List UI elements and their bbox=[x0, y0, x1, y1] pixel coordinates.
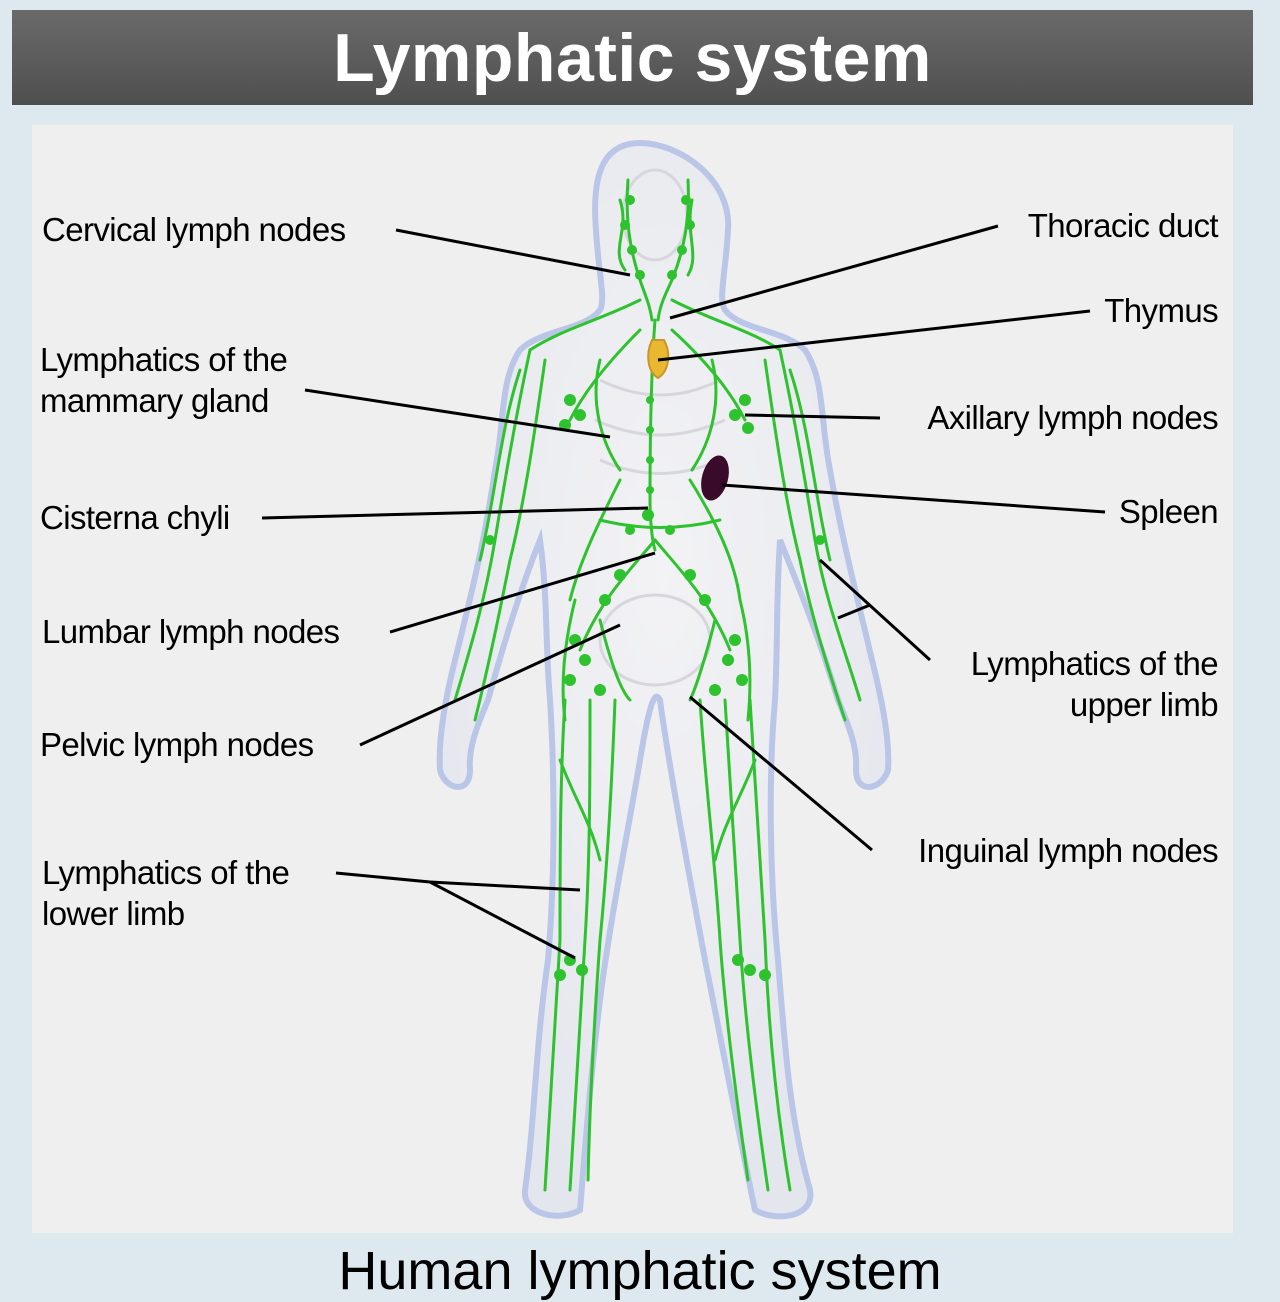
diagram-title: Lymphatic system bbox=[333, 19, 932, 96]
label-cisterna-chyli: Cisterna chyli bbox=[40, 499, 230, 536]
label-lumbar-lymph-nodes: Lumbar lymph nodes bbox=[42, 613, 340, 650]
label-thoracic-duct: Thoracic duct bbox=[1027, 207, 1219, 244]
label-spleen: Spleen bbox=[1118, 493, 1219, 530]
label-mammary-line1: Lymphatics of the bbox=[40, 341, 288, 378]
label-thymus: Thymus bbox=[1104, 292, 1218, 329]
lymphatic-vessels bbox=[453, 178, 862, 1192]
label-axillary-lymph-nodes: Axillary lymph nodes bbox=[927, 399, 1218, 436]
figure-caption: Human lymphatic system bbox=[338, 1241, 942, 1301]
label-cervical-lymph-nodes: Cervical lymph nodes bbox=[42, 211, 346, 248]
label-upper-limb-line2: upper limb bbox=[1069, 686, 1219, 723]
label-mammary-line2: mammary gland bbox=[40, 382, 269, 419]
lymph-nodes bbox=[485, 195, 825, 981]
label-lower-limb-line1: Lymphatics of the bbox=[42, 854, 290, 891]
leader-lines bbox=[261, 224, 1106, 960]
label-inguinal-lymph-nodes: Inguinal lymph nodes bbox=[918, 832, 1218, 869]
title-bar: Lymphatic system bbox=[12, 10, 1253, 105]
label-pelvic-lymph-nodes: Pelvic lymph nodes bbox=[40, 726, 314, 763]
label-upper-limb-line1: Lymphatics of the bbox=[970, 645, 1219, 682]
body-silhouette bbox=[436, 139, 892, 1220]
label-lower-limb-line2: lower limb bbox=[42, 895, 185, 932]
spleen-organ bbox=[701, 455, 729, 501]
